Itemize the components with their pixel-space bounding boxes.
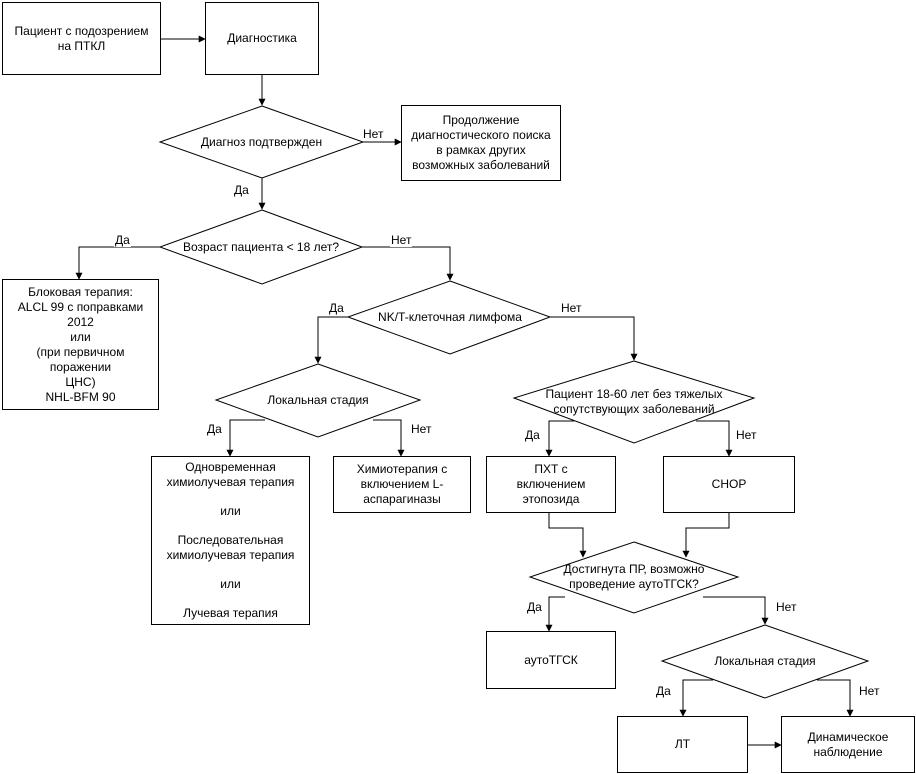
edge-label-age-no: Нет — [390, 233, 413, 247]
edge-local1-chemoradiation — [226, 419, 265, 457]
edge-label-local2-no: Нет — [858, 684, 881, 698]
diamond-pr-reached — [528, 541, 740, 614]
decision-patient-18-60-label: Пациент 18-60 лет без тяжелых сопутствую… — [545, 387, 723, 416]
diamond-local-stage-1 — [214, 363, 422, 438]
edge-label-18-60-yes: Да — [524, 428, 541, 442]
decision-age-label: Возраст пациента < 18 лет? — [182, 239, 340, 254]
edge-chop-pr — [682, 513, 730, 558]
node-chop: CHOP — [663, 456, 795, 513]
decision-nkt-label: NK/T-клеточная лимфома — [378, 309, 522, 324]
decision-pr-reached-label: Достигнута ПР, возможно проведение аутоТ… — [563, 562, 705, 591]
edge-local2-lt — [679, 679, 713, 717]
node-asparaginase: Химиотерапия с включением L-аспарагиназы — [333, 456, 471, 513]
node-lt: ЛТ — [617, 716, 748, 773]
edge-label-age-yes: Да — [114, 233, 131, 247]
edge-label-nkt-yes: Да — [328, 301, 345, 315]
edge-label-pr-yes: Да — [526, 600, 543, 614]
edge-label-confirmed-yes: Да — [233, 183, 250, 197]
edge-label-18-60-no: Нет — [735, 428, 758, 442]
decision-local-stage-2-label: Локальная стадия — [714, 653, 816, 668]
diamond-local-stage-2 — [660, 624, 870, 699]
edge-label-local1-no: Нет — [410, 422, 433, 436]
diamond-patient-18-60 — [512, 360, 756, 444]
node-auto-hsct: аутоТГСК — [486, 631, 616, 689]
node-block-therapy: Блоковая терапия: ALCL 99 с поправками 2… — [2, 279, 159, 410]
edge-label-local1-yes: Да — [206, 422, 223, 436]
edge-label-local2-yes: Да — [655, 684, 672, 698]
node-observation: Динамическое наблюдение — [781, 716, 915, 773]
edge-nkt-18-60 — [550, 316, 638, 361]
node-chemoradiation: Одновременная химиолучевая терапия или П… — [151, 456, 310, 625]
diamond-age — [158, 209, 364, 285]
edge-label-nkt-no: Нет — [560, 301, 583, 315]
edge-pr-local2 — [703, 596, 769, 625]
decision-local-stage-1-label: Локальная стадия — [267, 392, 369, 407]
edge-label-pr-no: Нет — [775, 600, 798, 614]
diamond-nkt — [346, 280, 552, 355]
node-continue-search: Продолжение диагностического поиска в ра… — [401, 105, 561, 181]
edge-local1-asparaginase — [373, 419, 405, 457]
edge-pr-auto — [545, 596, 565, 632]
edge-local2-observation — [817, 679, 854, 717]
node-patient: Пациент с подозрением на ПТКЛ — [2, 2, 161, 75]
edge-etoposide-pr — [548, 513, 587, 558]
decision-confirmed-label: Диагноз подтвержден — [200, 134, 323, 149]
edge-age-nkt — [362, 246, 454, 281]
edge-nkt-local1 — [314, 316, 348, 364]
node-diagnostics: Диагностика — [205, 2, 319, 75]
edge-18-60-chop — [696, 420, 733, 457]
node-etoposide: ПХТ с включением этопозида — [486, 456, 616, 513]
edge-label-confirmed-no: Нет — [362, 127, 385, 141]
edge-age-block — [75, 246, 160, 280]
edge-18-60-etoposide — [545, 420, 574, 457]
